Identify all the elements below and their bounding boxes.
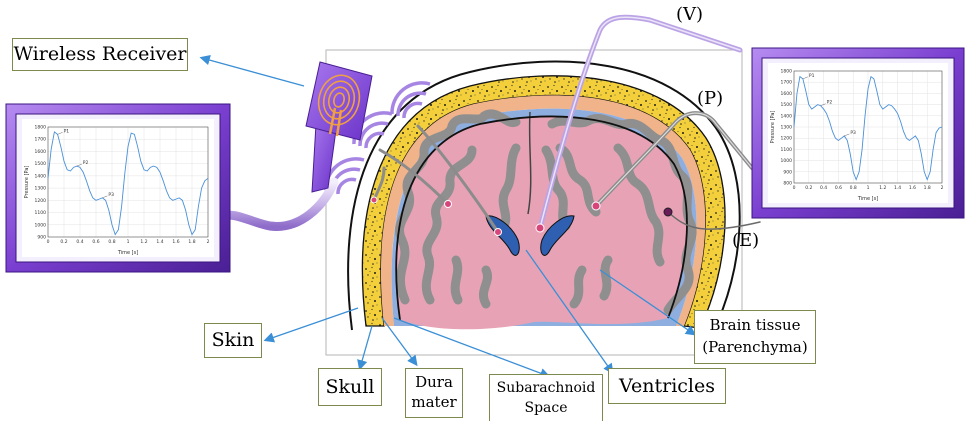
sensor-p-label: (P) (697, 88, 723, 109)
dura-label-line2: mater (406, 392, 462, 412)
subarachnoid-label-line2: Space (490, 398, 602, 418)
brain-tissue-label: Brain tissue (Parenchyma) (694, 310, 816, 364)
y-tick-label: 1300 (35, 186, 47, 192)
y-tick-label: 1000 (35, 222, 47, 228)
y-tick-label: 1200 (781, 136, 793, 142)
y-tick-label: 1500 (35, 161, 47, 167)
x-tick-label: 2 (207, 239, 210, 245)
y-tick-label: 1800 (35, 125, 47, 131)
x-tick-label: 0 (47, 239, 50, 245)
y-tick-label: 1000 (781, 158, 793, 164)
skin-label: Skin (204, 323, 262, 358)
y-tick-label: 900 (783, 169, 792, 175)
x-tick-label: 1.2 (879, 185, 886, 191)
y-tick-label: 1300 (781, 125, 793, 131)
x-tick-label: 2 (941, 185, 944, 191)
x-tick-label: 1.2 (140, 239, 147, 245)
arrow-wireless (202, 58, 304, 86)
annotation-label-p3: P3 (850, 130, 856, 136)
dura-label-line1: Dura (406, 372, 462, 392)
x-tick-label: 0 (793, 185, 796, 191)
y-tick-label: 1400 (781, 113, 793, 119)
y-tick-label: 1100 (781, 147, 793, 153)
annotation-label-p1: P1 (809, 73, 815, 79)
sensor-e-tip (664, 208, 672, 216)
sensor-p-tip (592, 202, 600, 210)
x-tick-label: 1.4 (156, 239, 163, 245)
brain-tissue-label-line1: Brain tissue (695, 314, 815, 336)
y-tick-label: 900 (37, 235, 46, 241)
annotation-label-p3: P3 (108, 192, 114, 198)
right-monitor: 0 0.2 0.4 0.6 0.8 1 1.2 1.4 1.6 1.8 2 800 900 1000 110… (752, 48, 964, 218)
x-tick-label: 0.6 (92, 239, 99, 245)
annotation-label-p1: P1 (64, 128, 70, 134)
wireless-receiver-label: Wireless Receiver (12, 38, 188, 71)
y-tick-label: 800 (783, 181, 792, 187)
y-tick-label: 1500 (781, 102, 793, 108)
annotation-label-p2: P2 (827, 100, 833, 106)
left-sensor-tip-2 (495, 229, 502, 236)
x-tick-label: 0.6 (835, 185, 842, 191)
y-tick-label: 1700 (781, 80, 793, 86)
x-tick-label: 0.8 (850, 185, 857, 191)
y-tick-label: 1100 (35, 210, 47, 216)
subarachnoid-label-line1: Subarachnoid (490, 378, 602, 398)
y-tick-label: 1200 (35, 198, 47, 204)
x-tick-label: 0.4 (820, 185, 827, 191)
x-tick-label: 1.6 (909, 185, 916, 191)
left-sensor-tip-3 (371, 197, 377, 203)
x-tick-label: 1 (127, 239, 130, 245)
sensor-v-label: (V) (676, 4, 703, 25)
skull-label: Skull (318, 368, 382, 406)
x-tick-label: 1.6 (172, 239, 179, 245)
y-tick-label: 1700 (35, 137, 47, 143)
dura-mater-label: Dura mater (405, 368, 463, 418)
brain-tissue-label-line2: (Parenchyma) (695, 336, 815, 358)
x-tick-label: 1.4 (894, 185, 901, 191)
x-tick-label: 1 (867, 185, 870, 191)
x-axis-label: Time [s] (857, 196, 878, 202)
left-monitor: 0 0.2 0.4 0.6 0.8 1 1.2 1.4 1.6 1.8 2 900 1000 1100 12… (6, 104, 230, 272)
x-tick-label: 1.8 (188, 239, 195, 245)
x-tick-label: 0.8 (108, 239, 115, 245)
x-axis-label: Time [s] (117, 250, 138, 256)
x-tick-label: 0.2 (60, 239, 67, 245)
x-tick-label: 0.4 (76, 239, 83, 245)
left-sensor-tip-1 (445, 201, 452, 208)
sensor-v-tip (536, 224, 544, 232)
ventricles-label: Ventricles (608, 368, 726, 404)
y-tick-label: 1600 (35, 149, 47, 155)
y-tick-label: 1400 (35, 173, 47, 179)
sensor-e-label: (E) (732, 230, 759, 251)
y-axis-label: Pressure [Pa] (24, 166, 30, 199)
x-tick-label: 1.8 (924, 185, 931, 191)
y-tick-label: 1800 (781, 69, 793, 75)
annotation-label-p2: P2 (83, 160, 89, 166)
y-tick-label: 1600 (781, 91, 793, 97)
y-axis-label: Pressure [Pa] (770, 111, 776, 144)
subarachnoid-label: Subarachnoid Space (489, 374, 603, 421)
x-tick-label: 0.2 (805, 185, 812, 191)
